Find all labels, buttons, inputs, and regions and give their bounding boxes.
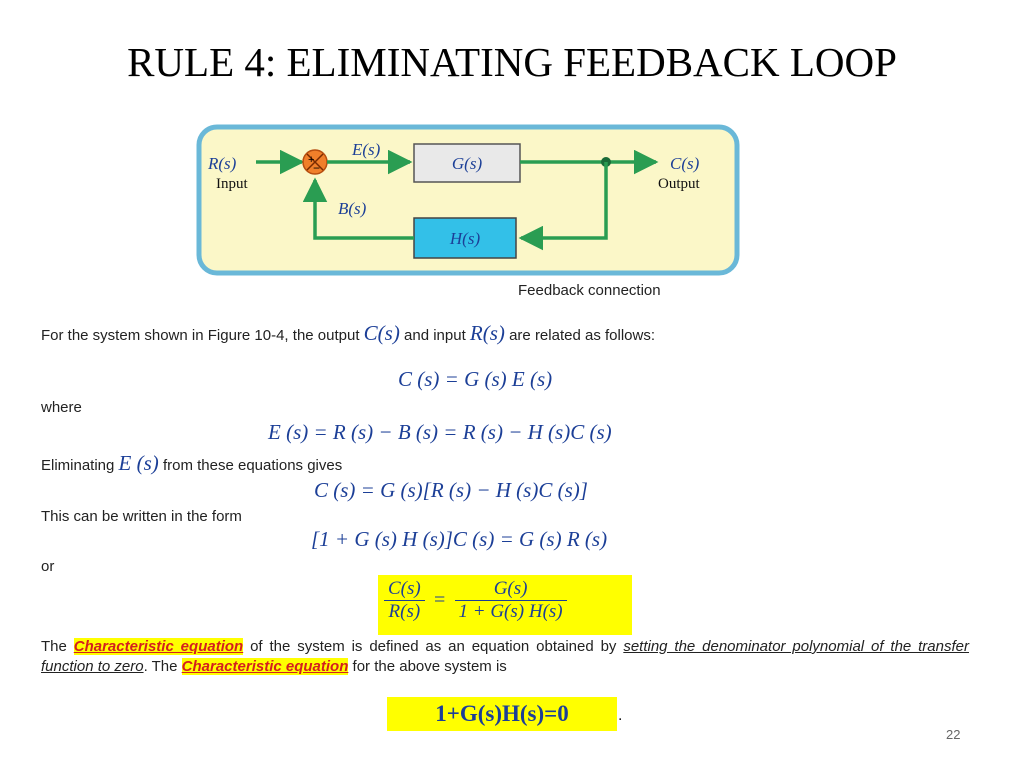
intro-text-b: and input bbox=[404, 327, 466, 344]
characteristic-equation-term-2: Characteristic equation bbox=[181, 658, 349, 675]
summing-cross bbox=[306, 153, 324, 171]
para-the: The bbox=[41, 638, 67, 655]
equation-error: E (s) = R (s) − B (s) = R (s) − H (s)C (… bbox=[268, 420, 612, 444]
input-label: Input bbox=[216, 176, 248, 192]
summing-plus-sign: + bbox=[308, 154, 314, 166]
equation-output: C (s) = G (s) E (s) bbox=[398, 367, 553, 391]
equation-substituted: C (s) = G (s)[R (s) − H (s)C (s)] bbox=[314, 478, 588, 502]
eliminating-text-b: from these equations gives bbox=[162, 457, 343, 474]
input-symbol: R(s) bbox=[469, 321, 505, 345]
tf-left-denominator: R(s) bbox=[388, 601, 421, 622]
forward-block-label: G(s) bbox=[452, 154, 483, 173]
tf-left-fraction: C(s) R(s) bbox=[384, 578, 425, 623]
diagram-caption: Feedback connection bbox=[518, 282, 661, 299]
characteristic-equation-term-1: Characteristic equation bbox=[73, 638, 244, 655]
tf-left-bar bbox=[384, 600, 425, 601]
input-signal-label: R(s) bbox=[207, 154, 237, 173]
para-end: for the above system is bbox=[352, 658, 507, 675]
output-label: Output bbox=[658, 176, 701, 192]
feedback-block-diagram: + − R(s) Input E(s) G(s) C(s) Output B(s… bbox=[196, 124, 740, 276]
output-signal-label: C(s) bbox=[670, 154, 700, 173]
tf-left-numerator: C(s) bbox=[388, 578, 421, 599]
transfer-function-highlight: C(s) R(s) = G(s) 1 + G(s) H(s) bbox=[378, 575, 632, 635]
form-label: This can be written in the form bbox=[41, 508, 242, 525]
final-period: . bbox=[618, 707, 623, 724]
page-number: 22 bbox=[946, 727, 961, 742]
tf-equals: = bbox=[433, 589, 446, 611]
para-mid: of the system is defined as an equation … bbox=[250, 638, 617, 655]
characteristic-paragraph: The Characteristic equation of the syste… bbox=[41, 637, 969, 677]
summing-minus-sign: − bbox=[313, 161, 320, 175]
feedback-block-label: H(s) bbox=[449, 229, 481, 248]
or-label: or bbox=[41, 558, 55, 575]
output-symbol: C(s) bbox=[363, 321, 400, 345]
tf-right-bar bbox=[454, 600, 567, 601]
feedback-signal-label: B(s) bbox=[338, 199, 367, 218]
intro-text-a: For the system shown in Figure 10-4, the… bbox=[41, 327, 360, 344]
where-label: where bbox=[41, 399, 82, 416]
feedback-path-left bbox=[302, 177, 414, 240]
error-symbol: E (s) bbox=[118, 451, 159, 475]
slide-title: RULE 4: ELIMINATING FEEDBACK LOOP bbox=[127, 39, 897, 85]
feedback-path-right bbox=[518, 162, 608, 251]
para-setting-phrase: setting the denominator polynomial of th… bbox=[41, 638, 969, 675]
eliminating-line: Eliminating E (s) from these equations g… bbox=[41, 450, 342, 479]
equation-rearranged: [1 + G (s) H (s)]C (s) = G (s) R (s) bbox=[311, 527, 608, 551]
characteristic-equation: 1+G(s)H(s)=0 bbox=[387, 697, 617, 731]
intro-line: For the system shown in Figure 10-4, the… bbox=[41, 320, 655, 349]
error-signal-label: E(s) bbox=[351, 140, 381, 159]
eliminating-text-a: Eliminating bbox=[41, 457, 115, 474]
tf-right-numerator: G(s) bbox=[493, 578, 528, 599]
intro-text-c: are related as follows: bbox=[509, 327, 655, 344]
tf-right-fraction: G(s) 1 + G(s) H(s) bbox=[454, 578, 567, 623]
para-dot-the: . The bbox=[143, 658, 178, 675]
transfer-function: C(s) R(s) = G(s) 1 + G(s) H(s) bbox=[384, 578, 567, 623]
tf-right-denominator: 1 + G(s) H(s) bbox=[458, 601, 563, 622]
